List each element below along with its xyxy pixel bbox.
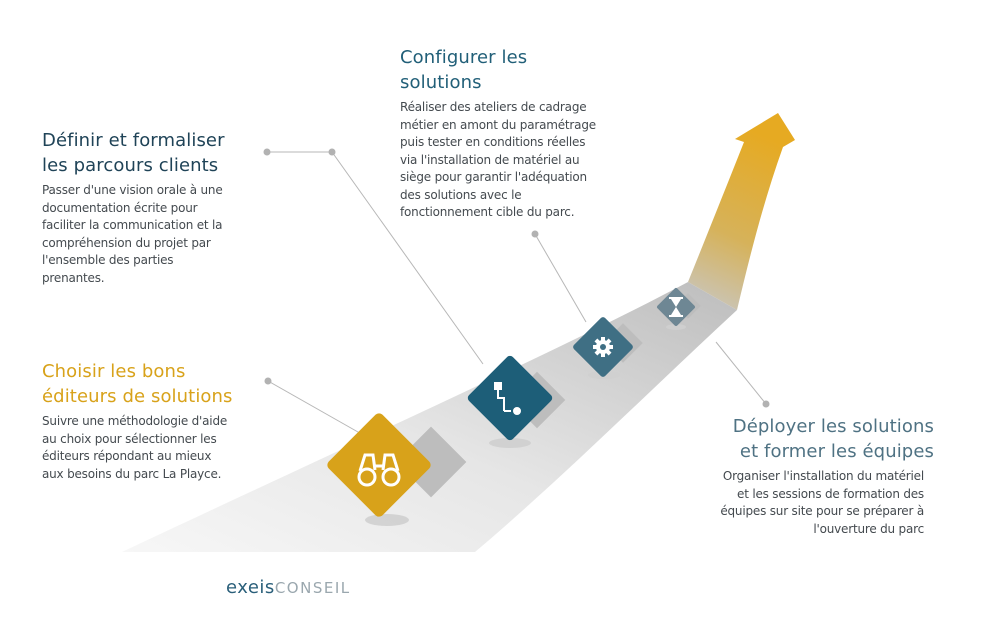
step-choose-desc-line: au choix pour sélectionner les <box>42 431 217 446</box>
company-logo: exeisCONSEIL <box>226 577 351 598</box>
step-configure-desc-line: via l'installation de matériel au <box>400 152 580 167</box>
flow-marker <box>467 355 553 441</box>
step-define-description: Passer d'une vision orale à une document… <box>42 182 282 287</box>
step-define-desc-line: Passer d'une vision orale à une <box>42 183 223 197</box>
step-define-desc-line: l'ensemble des parties <box>42 253 174 267</box>
step-choose-desc-line: éditeurs répondant au mieux <box>42 449 212 463</box>
binoculars-icon <box>357 453 401 487</box>
hourglass-icon <box>669 297 683 317</box>
step-configure-desc-line: siège pour garantir l'adéquation <box>400 170 587 184</box>
step-deploy-desc-line: l'ouverture du parc <box>813 521 924 536</box>
step-choose-desc-line: Suivre une méthodologie d'aide <box>42 414 228 428</box>
step-define-title-line-2: les parcours clients <box>42 155 219 176</box>
step-deploy-train: Déployer les solutions et former les équ… <box>672 414 934 538</box>
step-define-desc-line: faciliter la communication et la <box>42 218 223 232</box>
step-configure-solutions: Configurer les solutions Réaliser des at… <box>400 45 640 222</box>
step-configure-desc-line: métier en amont du paramétrage <box>400 117 596 132</box>
step-configure-title-line-2: solutions <box>400 72 482 93</box>
step-deploy-description: Organiser l'installation du matériel et … <box>672 468 934 538</box>
step-configure-desc-line: fonctionnement cible du parc. <box>400 205 575 219</box>
step-choose-desc-line: aux besoins du parc La Playce. <box>42 466 222 481</box>
step-define-title-line-1: Définir et formaliser <box>42 130 225 151</box>
step-deploy-desc-line: Organiser l'installation du matériel <box>722 469 924 483</box>
step-define-desc-line: prenantes. <box>42 270 105 285</box>
logo-part-exeis: exeis <box>226 577 275 598</box>
step-define-desc-line: compréhension du projet par <box>42 235 211 250</box>
step-define-journeys: Définir et formaliser les parcours clien… <box>42 128 282 287</box>
step-choose-editors: Choisir les bons éditeurs de solutions S… <box>42 359 282 483</box>
step-configure-title-line-1: Configurer les <box>400 47 528 68</box>
step-deploy-title-line-2: et former les équipes <box>739 441 934 462</box>
marker-shadows <box>365 324 686 526</box>
step-configure-description: Réaliser des ateliers de cadrage métier … <box>400 99 640 222</box>
step-define-desc-line: documentation écrite pour <box>42 200 198 215</box>
step-choose-title-line-1: Choisir les bons <box>42 361 186 382</box>
step-choose-title: Choisir les bons éditeurs de solutions <box>42 359 282 409</box>
step-configure-desc-line: des solutions avec le <box>400 187 522 202</box>
step-deploy-title: Déployer les solutions et former les équ… <box>672 414 934 464</box>
step-deploy-desc-line: équipes sur site pour se préparer à <box>720 504 924 518</box>
step-choose-title-line-2: éditeurs de solutions <box>42 386 233 407</box>
step-deploy-desc-line: et les sessions de formation des <box>737 486 924 501</box>
flow-icon <box>494 382 521 415</box>
step-define-title: Définir et formaliser les parcours clien… <box>42 128 282 178</box>
step-configure-title: Configurer les solutions <box>400 45 640 95</box>
leader-dots <box>263 148 770 408</box>
logo-part-conseil: CONSEIL <box>274 579 351 597</box>
growth-arrow <box>688 113 795 310</box>
step-deploy-title-line-1: Déployer les solutions <box>732 416 934 437</box>
step-configure-desc-line: puis tester en conditions réelles <box>400 135 586 149</box>
step-configure-desc-line: Réaliser des ateliers de cadrage <box>400 100 587 114</box>
step-choose-description: Suivre une méthodologie d'aide au choix … <box>42 413 282 483</box>
gear-icon <box>593 337 613 357</box>
